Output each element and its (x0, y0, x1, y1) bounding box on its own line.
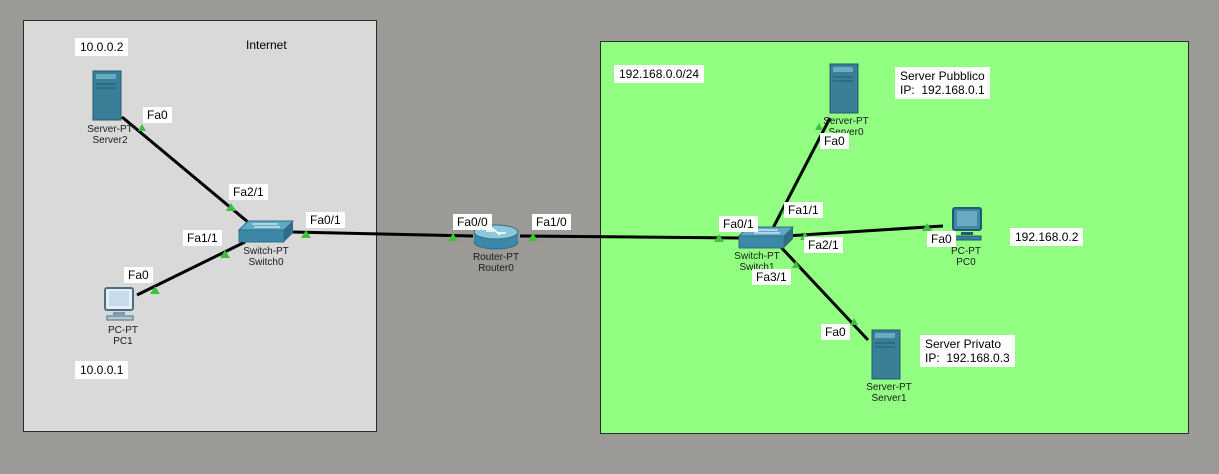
switch1-type: Switch-PT (734, 251, 780, 262)
pc1-label: PC-PT PC1 (83, 325, 163, 347)
internet-zone-title: Internet (246, 38, 287, 52)
port-label-switch0-fa2-1: Fa2/1 (229, 184, 268, 200)
port-led-switch0-fa1-1 (220, 250, 230, 258)
server2-label: Server-PT Server2 (70, 124, 150, 146)
server-icon[interactable] (871, 329, 903, 381)
pc0-ip-note: 192.168.0.2 (1010, 228, 1084, 246)
port-led-server1-fa0 (850, 318, 858, 325)
router0-label: Router-PT Router0 (456, 252, 536, 274)
link-switch1-pc0[interactable] (785, 224, 944, 238)
port-led-pc1-fa0 (150, 286, 160, 294)
server2-ip-note: 10.0.0.2 (75, 38, 129, 56)
pc1-type: PC-PT (108, 325, 138, 336)
server0-type: Server-PT (823, 116, 869, 127)
server0-label: Server-PT Server0 (806, 116, 886, 138)
port-label-pc0-fa0: Fa0 (927, 231, 956, 247)
server1-label: Server-PT Server1 (849, 382, 929, 404)
port-led-switch0-fa2-1 (226, 203, 236, 211)
port-label-server2-fa0: Fa0 (143, 107, 172, 123)
port-label-pc1-fa0: Fa0 (124, 267, 153, 283)
port-label-switch1-fa2-1: Fa2/1 (804, 237, 843, 253)
private-server-note: Server Privato IP: 192.168.0.3 (920, 335, 1015, 367)
port-led-server0-fa0 (815, 123, 823, 130)
port-label-server1-fa0: Fa0 (821, 324, 850, 340)
server2-type: Server-PT (87, 124, 133, 135)
port-label-switch0-fa1-1: Fa1/1 (183, 230, 222, 246)
server1-name: Server1 (871, 393, 907, 404)
pc-icon[interactable] (951, 207, 985, 243)
router0-type: Router-PT (472, 252, 520, 263)
port-label-switch1-fa0-1: Fa0/1 (719, 216, 758, 232)
switch-icon[interactable] (238, 220, 294, 244)
server2-name: Server2 (92, 135, 128, 146)
port-led-switch1-fa3-1 (792, 261, 800, 268)
pc0-label: PC-PT PC0 (926, 246, 1006, 268)
port-led-server2-fa0 (138, 124, 146, 131)
lan-zone-title: 192.168.0.0/24 (614, 65, 705, 83)
link-router0-switch1[interactable] (519, 234, 741, 240)
port-label-switch1-fa3-1: Fa3/1 (752, 269, 791, 285)
port-led-pc0-fa0 (922, 223, 932, 231)
port-label-switch1-fa1-1: Fa1/1 (784, 202, 823, 218)
server1-type: Server-PT (866, 382, 912, 393)
port-label-switch0-fa0-1: Fa0/1 (306, 212, 345, 228)
switch0-name: Switch0 (248, 257, 284, 268)
pc-icon[interactable] (103, 287, 137, 321)
port-led-switch0-fa0-1 (301, 230, 311, 238)
pc1-ip-note: 10.0.0.1 (75, 361, 129, 379)
port-label-router0-fa0-0: Fa0/0 (453, 214, 492, 230)
port-led-router0-fa1-0 (528, 233, 538, 241)
link-switch0-router0[interactable] (291, 230, 474, 238)
server0-name: Server0 (806, 127, 886, 138)
switch0-type: Switch-PT (243, 246, 289, 257)
pc0-name: PC0 (956, 257, 976, 268)
switch0-label: Switch-PT Switch0 (226, 246, 306, 268)
server-icon[interactable] (92, 70, 124, 122)
router0-name: Router0 (478, 263, 514, 274)
port-label-router0-fa1-0: Fa1/0 (532, 214, 571, 230)
public-server-note: Server Pubblico IP: 192.168.0.1 (895, 67, 990, 99)
port-led-switch1-fa0-1 (714, 234, 724, 242)
pc1-name: PC1 (113, 336, 133, 347)
switch1-name: Switch1 (739, 262, 775, 273)
port-label-server0-fa0: Fa0 (820, 133, 849, 149)
pc0-type: PC-PT (951, 246, 981, 257)
port-led-router0-fa0-0 (448, 233, 458, 241)
switch1-label: Switch-PT Switch1 (717, 251, 797, 273)
server-icon[interactable] (829, 63, 861, 115)
